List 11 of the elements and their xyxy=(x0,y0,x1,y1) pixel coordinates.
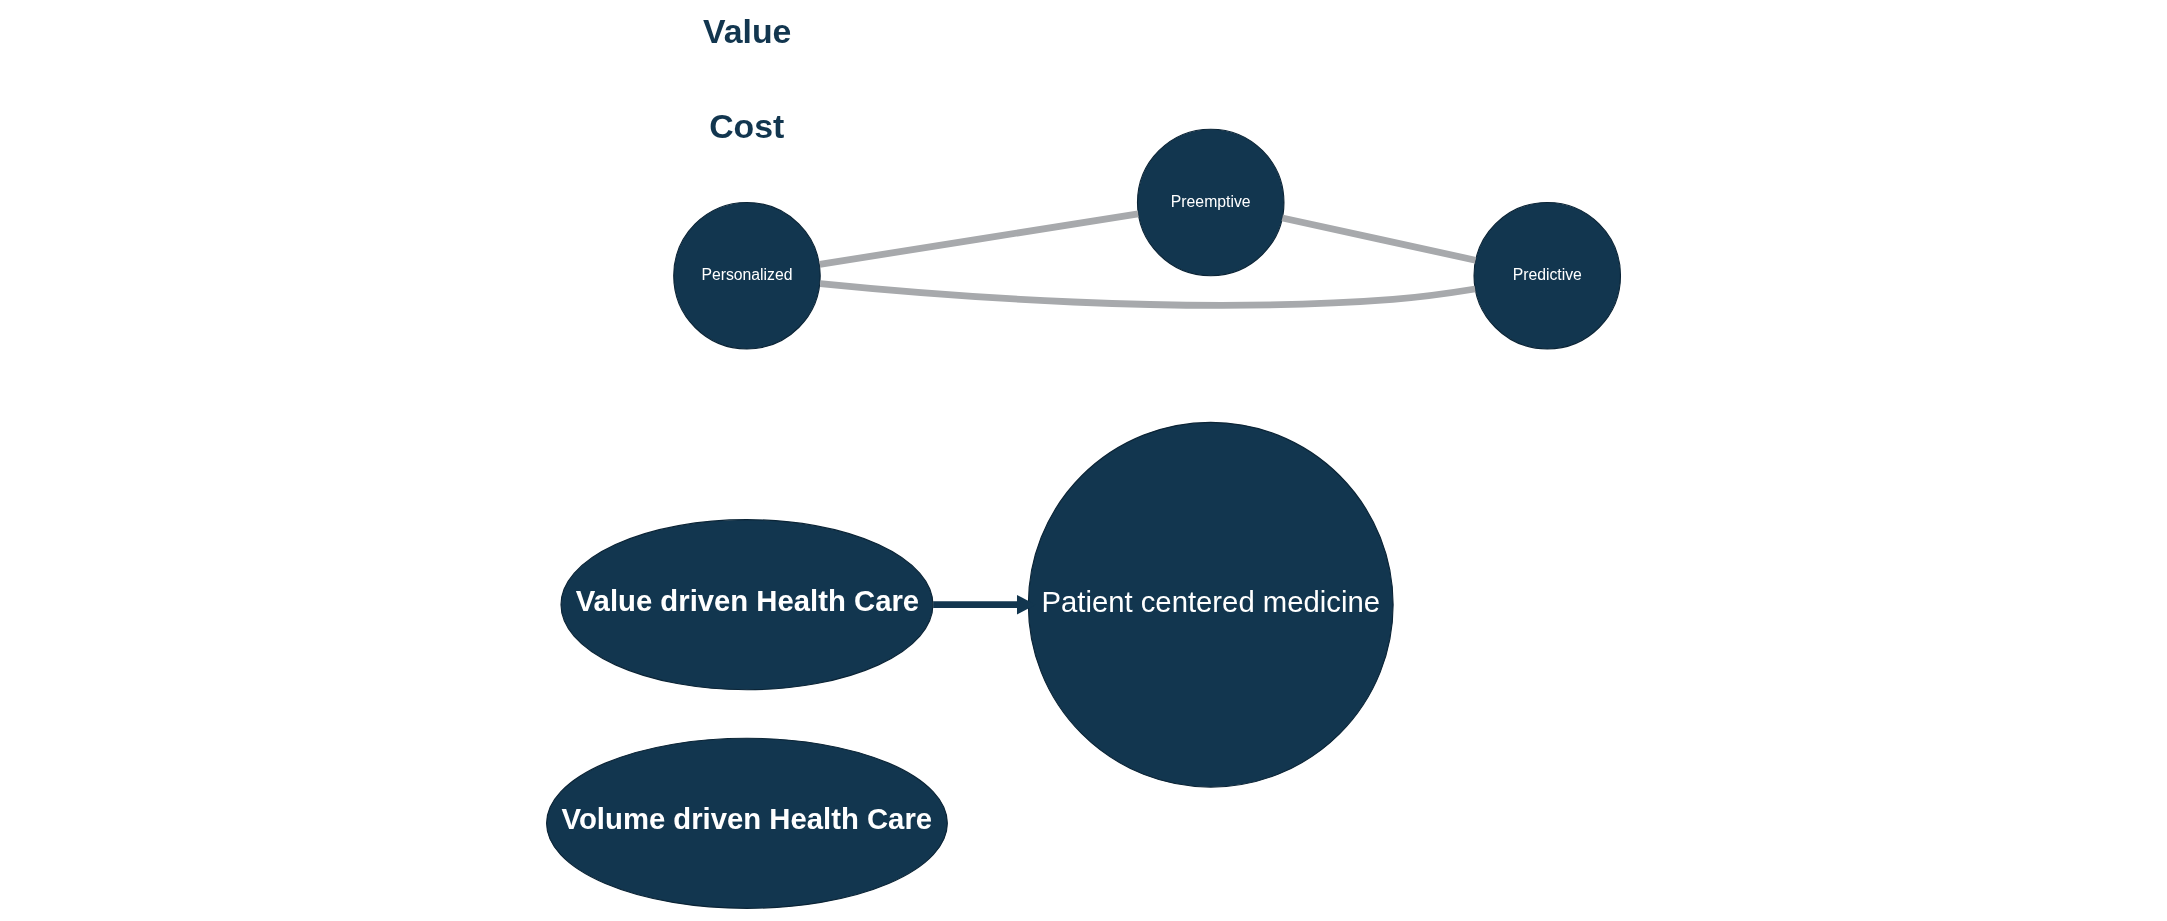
node-circle: Preemptive xyxy=(1136,128,1285,277)
node-ellipse: Volume driven Health Care xyxy=(546,737,948,909)
connector xyxy=(819,210,1139,268)
connector xyxy=(1281,214,1477,264)
node-circle: Personalized xyxy=(673,201,821,350)
label: Cost xyxy=(709,106,785,145)
label: Value xyxy=(703,12,792,51)
node-circle: Predictive xyxy=(1473,201,1622,350)
connector xyxy=(819,280,1476,309)
node-circle: Patient centered medicine xyxy=(1027,421,1394,788)
node-ellipse: Value driven Health Care xyxy=(560,519,934,691)
